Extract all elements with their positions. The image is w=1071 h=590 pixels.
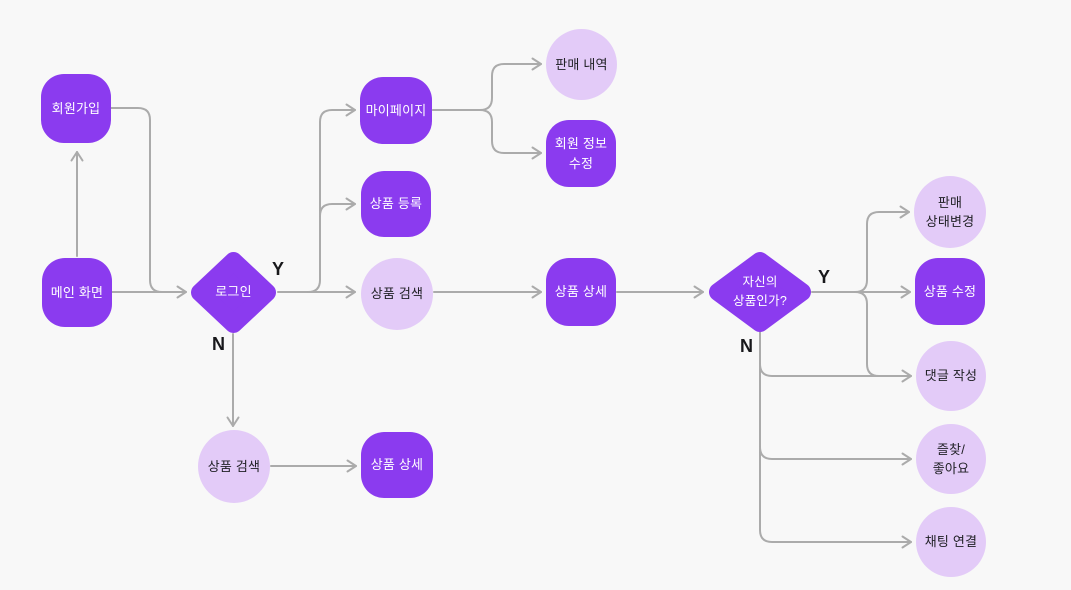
- node-label: 댓글 작성: [924, 368, 978, 384]
- own-yes-label: Y: [818, 267, 831, 287]
- node-member-info-edit[interactable]: 회원 정보 수정: [546, 120, 616, 187]
- node-label: 상품 수정: [923, 283, 977, 299]
- node-label: 상품 검색: [207, 458, 261, 474]
- edge-login-y-to-mypage: [307, 103, 356, 293]
- node-label: 메인 화면: [50, 284, 104, 300]
- node-signup[interactable]: 회원가입: [41, 74, 111, 143]
- node-label: 판매 상태변경: [925, 194, 975, 230]
- node-label: 상품 검색: [370, 286, 424, 302]
- edge-signup-to-login: [109, 107, 179, 293]
- node-label: 상품 등록: [369, 196, 423, 212]
- own-product-diamond-shape[interactable]: [709, 252, 811, 332]
- node-product-edit[interactable]: 상품 수정: [915, 258, 985, 325]
- node-comment-write[interactable]: 댓글 작성: [916, 341, 986, 411]
- edge-own-y-to-status-change: [854, 205, 910, 293]
- node-label: 회원가입: [51, 100, 101, 116]
- edge-own-n-to-comment: [759, 363, 912, 383]
- login-no-label: N: [212, 334, 225, 354]
- node-label: 상품 상세: [370, 457, 424, 473]
- edge-mypage-to-sales-history: [432, 57, 542, 111]
- node-label: 회원 정보 수정: [554, 136, 608, 171]
- node-product-search-y[interactable]: 상품 검색: [361, 258, 433, 330]
- node-label: 마이페이지: [365, 102, 427, 118]
- node-main-screen[interactable]: 메인 화면: [42, 258, 112, 327]
- node-mypage[interactable]: 마이페이지: [360, 77, 432, 144]
- login-diamond-shape[interactable]: [191, 252, 276, 333]
- node-product-detail-n[interactable]: 상품 상세: [361, 432, 433, 498]
- edge-own-n-to-chat: [759, 331, 912, 549]
- node-own-product-question-label: 자신의 상품인가?: [733, 275, 787, 308]
- edge-login-y-to-register: [319, 197, 356, 217]
- node-product-detail[interactable]: 상품 상세: [546, 258, 616, 326]
- node-label: 상품 상세: [554, 284, 608, 300]
- node-login-label: 로그인: [215, 284, 252, 300]
- node-sale-status-change[interactable]: 판매 상태변경: [914, 176, 986, 248]
- node-favorite-like[interactable]: 즐찾/ 좋아요: [916, 424, 986, 494]
- node-product-search-n[interactable]: 상품 검색: [198, 430, 270, 503]
- node-label: 판매 내역: [555, 56, 608, 72]
- node-label: 채팅 연결: [924, 534, 978, 550]
- own-no-label: N: [740, 336, 753, 356]
- node-product-register[interactable]: 상품 등록: [361, 171, 431, 237]
- login-yes-label: Y: [272, 259, 285, 279]
- edge-own-y-to-comment-join: [854, 291, 885, 377]
- edge-mypage-to-member-edit: [432, 109, 542, 160]
- edge-own-n-to-like: [759, 446, 912, 466]
- node-label: 즐찾/ 좋아요: [932, 441, 970, 477]
- node-chat-connect[interactable]: 채팅 연결: [916, 507, 986, 577]
- node-sales-history[interactable]: 판매 내역: [546, 29, 617, 100]
